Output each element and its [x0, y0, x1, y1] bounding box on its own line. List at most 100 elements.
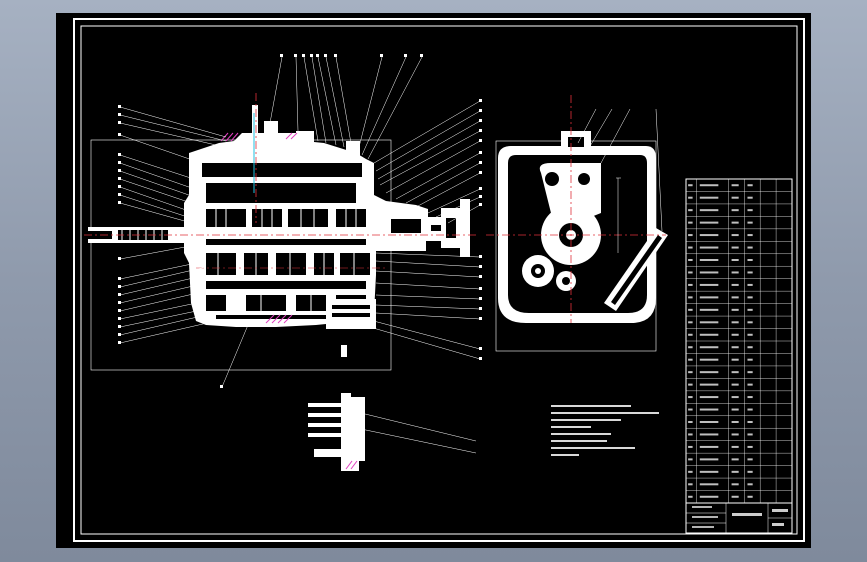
parts-list-cell-text	[747, 259, 753, 261]
parts-list-cell-text	[699, 358, 719, 361]
parts-list-cell-text	[731, 259, 739, 261]
parts-list-cell-text	[699, 371, 719, 374]
parts-list-cell-text	[688, 445, 693, 448]
parts-list-cell-text	[688, 483, 693, 486]
cad-drawing-canvas[interactable]	[56, 13, 811, 548]
parts-list-cell-text	[688, 184, 693, 187]
parts-list-cell-text	[747, 308, 753, 311]
parts-list-cell-text	[699, 458, 719, 461]
parts-list-cell-text	[731, 246, 739, 249]
parts-list-cell-text	[747, 209, 753, 212]
parts-list-cell-text	[747, 396, 753, 399]
leader-lines-right	[355, 100, 481, 360]
parts-list-cell-text	[699, 296, 719, 299]
parts-list-cell-text	[731, 483, 739, 486]
parts-list-cell-text	[688, 408, 693, 411]
parts-list-cell-text	[688, 234, 693, 237]
parts-list-cell-text	[747, 234, 753, 237]
parts-list-cell-text	[731, 184, 739, 187]
parts-list-cell-text	[731, 383, 739, 386]
parts-list-cell-text	[699, 383, 719, 386]
parts-list-cell-text	[699, 321, 719, 324]
parts-list-cell-text	[747, 271, 753, 274]
parts-list-cell-text	[699, 421, 719, 423]
parts-list-cell-text	[747, 445, 753, 448]
technical-notes	[551, 405, 659, 456]
parts-list-cell-text	[731, 346, 739, 349]
parts-list-cell-text	[747, 246, 753, 249]
parts-list-cell-text	[747, 221, 753, 224]
parts-list-cell-text	[699, 346, 719, 349]
parts-list-cell-text	[731, 234, 739, 237]
leader-lines-left	[119, 106, 249, 388]
parts-list-cell-text	[747, 371, 753, 374]
parts-list-cell-text	[699, 333, 719, 336]
parts-list-cell-text	[699, 495, 719, 498]
parts-list-cell-text	[688, 209, 693, 212]
parts-list-cell-text	[731, 333, 739, 336]
inner-border	[80, 25, 798, 535]
parts-list-cell-text	[688, 246, 693, 249]
parts-list-cell-text	[699, 445, 719, 448]
parts-list-cell-text	[747, 296, 753, 299]
parts-list-cell-text	[688, 296, 693, 299]
parts-list-cell-text	[747, 333, 753, 336]
parts-list-cell-text	[731, 458, 739, 461]
parts-list-cell-text	[688, 196, 693, 199]
parts-list-cell-text	[747, 283, 753, 286]
parts-list-cell-text	[699, 234, 719, 237]
parts-list-cell-text	[731, 433, 739, 436]
parts-list-cell-text	[731, 470, 739, 473]
parts-list-cell-text	[688, 421, 693, 423]
shift-lever-stub	[252, 105, 258, 145]
parts-list-cell-text	[747, 408, 753, 411]
parts-list-cell-text	[699, 271, 719, 274]
drawing-sheet	[56, 13, 811, 548]
parts-list-cell-text	[688, 371, 693, 374]
gearbox-side-view	[486, 95, 668, 352]
parts-list-cell-text	[699, 209, 719, 212]
parts-list-cell-text	[699, 184, 719, 187]
parts-list-cell-text	[731, 321, 739, 324]
parts-list-cell-text	[731, 445, 739, 448]
parts-list-cell-text	[731, 296, 739, 299]
parts-list-cell-text	[688, 221, 693, 224]
parts-list-cell-text	[731, 308, 739, 311]
parts-list-table	[685, 178, 793, 504]
parts-list-cell-text	[747, 358, 753, 361]
parts-list-cell-text	[688, 383, 693, 386]
parts-list-cell-text	[699, 283, 719, 286]
title-block	[685, 502, 793, 534]
parts-list-cell-text	[688, 271, 693, 274]
parts-list-cell-text	[699, 308, 719, 311]
parts-list-cell-text	[731, 495, 739, 498]
parts-list-cell-text	[747, 470, 753, 473]
outer-border	[73, 18, 805, 542]
parts-list-cell-text	[688, 495, 693, 498]
parts-list-cell-text	[731, 408, 739, 411]
parts-list-cell-text	[699, 246, 719, 249]
parts-list-cell-text	[747, 346, 753, 349]
parts-list-cell-text	[731, 421, 739, 423]
parts-list-cell-text	[688, 396, 693, 399]
parts-list-cell-text	[731, 209, 739, 212]
parts-list-cell-text	[747, 495, 753, 498]
parts-list-cell-text	[688, 259, 693, 261]
parts-list-cell-text	[747, 184, 753, 187]
parts-list-cell-text	[688, 470, 693, 473]
parts-list-cell-text	[688, 458, 693, 461]
part-number-marks	[118, 54, 482, 388]
parts-list-cell-text	[688, 283, 693, 286]
parts-list-cell-text	[688, 321, 693, 324]
parts-list-cell-text	[688, 346, 693, 349]
parts-list-cell-text	[747, 321, 753, 324]
parts-list-cell-text	[688, 433, 693, 436]
parts-list-cell-text	[731, 196, 739, 199]
parts-list-cell-text	[731, 221, 739, 224]
parts-list-cell-text	[688, 333, 693, 336]
parts-list-cell-text	[688, 308, 693, 311]
parts-list-cell-text	[699, 470, 719, 473]
parts-list-cell-text	[731, 396, 739, 399]
parts-list-cell-text	[699, 483, 719, 486]
